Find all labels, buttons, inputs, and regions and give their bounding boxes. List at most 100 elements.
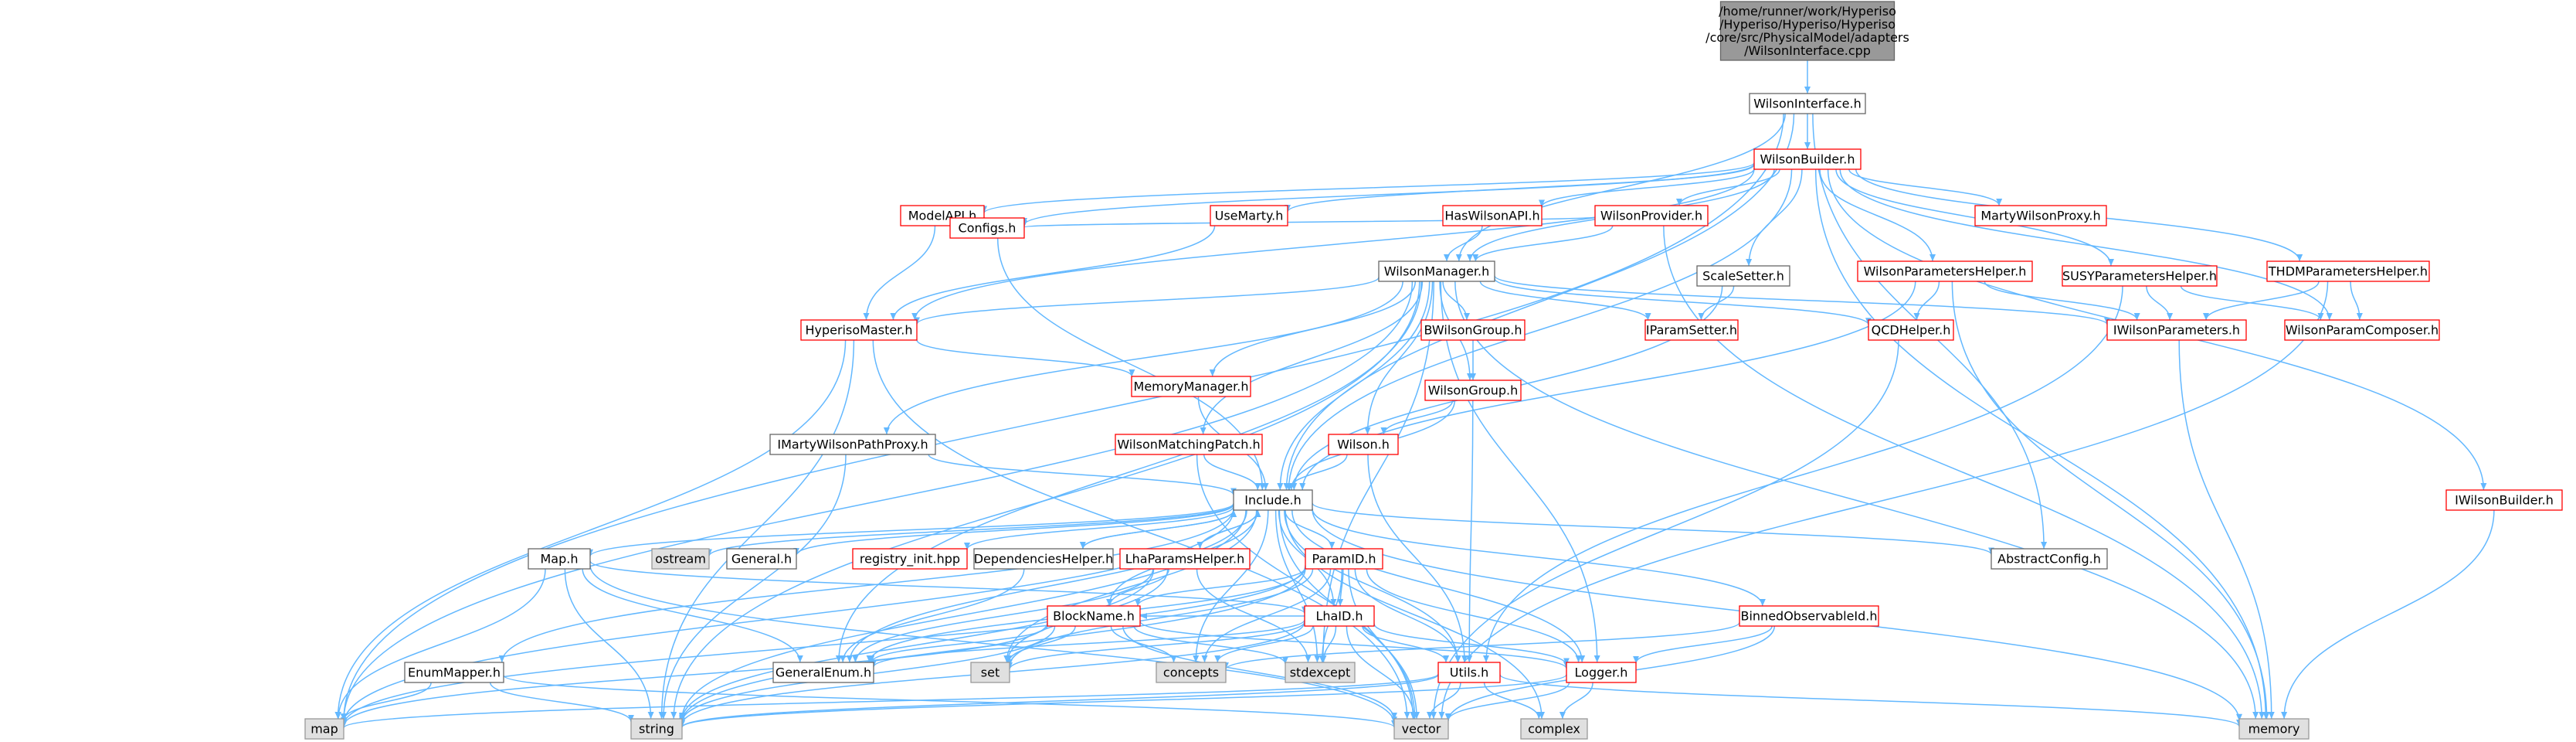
node-iparamsetter-h[interactable]: IParamSetter.h <box>1644 319 1739 341</box>
node-usemarty-h[interactable]: UseMarty.h <box>1210 205 1288 226</box>
node-box <box>973 548 1114 570</box>
node-iwilsonparameters-h[interactable]: IWilsonParameters.h <box>2106 319 2247 341</box>
node-wilsonbuilder-h[interactable]: WilsonBuilder.h <box>1753 148 1862 170</box>
node-box <box>1857 260 2033 282</box>
edge-paramid-to-vector <box>1348 568 1420 720</box>
node-label: WilsonParametersHelper.h <box>1864 264 2027 279</box>
node-box <box>800 319 918 341</box>
node-map-h[interactable]: Map.h <box>528 548 591 570</box>
node-label: complex <box>1528 722 1580 737</box>
edge-lhaid-to-vector <box>1346 625 1417 720</box>
node-label: EnumMapper.h <box>408 665 501 680</box>
node-abstractconfig-h[interactable]: AbstractConfig.h <box>1991 548 2108 570</box>
node-wilsonmatchingpatch-h[interactable]: WilsonMatchingPatch.h <box>1115 434 1263 455</box>
node-wilsonparametershelper-h[interactable]: WilsonParametersHelper.h <box>1857 260 2033 282</box>
node-label: concepts <box>1163 665 1219 680</box>
edge-include-to-map <box>587 502 1234 557</box>
node-box <box>1424 380 1522 401</box>
edge-include-to-general <box>793 504 1234 556</box>
node-enummapper-h[interactable]: EnumMapper.h <box>404 662 504 683</box>
node-complex[interactable]: complex <box>1520 718 1588 740</box>
edge-wilsonbuilder-to-martywilsonproxy <box>1848 168 2003 206</box>
node-box <box>1566 662 1637 683</box>
edge-map-to-lhaid <box>589 560 1308 614</box>
node-box <box>1285 662 1356 683</box>
node-ostream[interactable]: ostream <box>651 548 710 570</box>
edge-wilsonbuilder-to-wilsonprovider <box>1676 168 1780 206</box>
edge-imartywilsonpathproxy-to-string <box>660 454 847 720</box>
node-box <box>1047 605 1141 627</box>
node-lhaid-h[interactable]: LhaID.h <box>1304 605 1375 627</box>
node-susyparametershelper-h[interactable]: SUSYParametersHelper.h <box>2062 265 2218 287</box>
node-generalenum-h[interactable]: GeneralEnum.h <box>772 662 874 683</box>
node-label: WilsonManager.h <box>1384 264 1490 279</box>
node-box <box>404 662 504 683</box>
edge-paramid-to-lhaid <box>1337 568 1344 607</box>
node-set[interactable]: set <box>970 662 1010 683</box>
node-label: registry_init.hpp <box>860 552 960 567</box>
node-bwilsongroup-h[interactable]: BWilsonGroup.h <box>1420 319 1526 341</box>
node-thdmparametershelper-h[interactable]: THDMParametersHelper.h <box>2266 260 2430 282</box>
node-utils-h[interactable]: Utils.h <box>1437 662 1501 683</box>
node-box <box>304 718 344 740</box>
edge-binnedobservableid-to-logger <box>1633 625 1773 664</box>
node-wilsoninterface-h[interactable]: WilsonInterface.h <box>1749 93 1866 114</box>
node-logger-h[interactable]: Logger.h <box>1566 662 1637 683</box>
node-include-h[interactable]: Include.h <box>1233 489 1313 511</box>
node-box <box>1644 319 1739 341</box>
node-martywilsonproxy-h[interactable]: MartyWilsonProxy.h <box>1974 205 2107 226</box>
node-paramid-h[interactable]: ParamID.h <box>1305 548 1383 570</box>
edge-iwilsonbuilder-to-memory <box>2281 509 2495 720</box>
node-wilsonmanager-h[interactable]: WilsonManager.h <box>1378 260 1495 282</box>
node-general-h[interactable]: General.h <box>726 548 797 570</box>
node-concepts[interactable]: concepts <box>1156 662 1227 683</box>
node-box <box>769 434 936 455</box>
node-haswilsonapi-h[interactable]: HasWilsonAPI.h <box>1442 205 1543 226</box>
node-box <box>528 548 591 570</box>
edge-lhaid-to-generalenum <box>871 619 1305 668</box>
edge-blockname-to-logger <box>1139 621 1570 669</box>
node-hyperisomaster-h[interactable]: HyperisoMaster.h <box>800 319 918 341</box>
edge-wilsoninterface-to-wilsonmanager <box>1455 113 1786 262</box>
node-box <box>726 548 797 570</box>
node-box <box>1304 605 1375 627</box>
edge-wilsonbuilder-to-scalesetter <box>1746 168 1803 267</box>
node-registry-init-hpp[interactable]: registry_init.hpp <box>852 548 968 570</box>
node-imartywilsonpathproxy-h[interactable]: IMartyWilsonPathProxy.h <box>769 434 936 455</box>
edge-logger-to-vector <box>1445 682 1570 721</box>
node-vector[interactable]: vector <box>1393 718 1449 740</box>
edge-lhaid-to-concepts <box>1214 625 1314 663</box>
node-memory[interactable]: memory <box>2238 718 2310 740</box>
node-binnedobservableid-h[interactable]: BinnedObservableId.h <box>1739 605 1879 627</box>
node-lhaparamshelper-h[interactable]: LhaParamsHelper.h <box>1119 548 1251 570</box>
node-label: AbstractConfig.h <box>1997 552 2101 567</box>
node-string[interactable]: string <box>630 718 683 740</box>
node-blockname-h[interactable]: BlockName.h <box>1047 605 1141 627</box>
node-box <box>1749 93 1866 114</box>
node-wilsongroup-h[interactable]: WilsonGroup.h <box>1424 380 1522 401</box>
node-wilsonparamcomposer-h[interactable]: WilsonParamComposer.h <box>2284 319 2440 341</box>
node-box <box>1378 260 1495 282</box>
node-configs-h[interactable]: Configs.h <box>949 217 1025 239</box>
node-wilsonprovider-h[interactable]: WilsonProvider.h <box>1594 205 1709 226</box>
node-stdexcept[interactable]: stdexcept <box>1285 662 1356 683</box>
node-scalesetter-h[interactable]: ScaleSetter.h <box>1696 265 1790 287</box>
node-label: WilsonMatchingPatch.h <box>1117 437 1260 452</box>
node-memorymanager-h[interactable]: MemoryManager.h <box>1131 376 1251 397</box>
node-label: IWilsonParameters.h <box>2113 323 2240 338</box>
node-dependencieshelper-h[interactable]: DependenciesHelper.h <box>973 548 1114 570</box>
edge-paramid-to-logger <box>1366 568 1582 663</box>
edge-dependencieshelper-to-generalenum <box>840 568 1025 663</box>
node-label: Utils.h <box>1450 665 1488 680</box>
edge-wilsonmanager-to-hyperisomaster <box>914 276 1380 325</box>
node-map[interactable]: map <box>304 718 344 740</box>
node-qcdhelper-h[interactable]: QCDHelper.h <box>1868 319 1954 341</box>
node-label: QCDHelper.h <box>1872 323 1951 338</box>
edge-include-to-enummapper <box>498 508 1234 663</box>
node-wilson-h[interactable]: Wilson.h <box>1328 434 1399 455</box>
edge-blockname-to-generalenum <box>868 625 1048 663</box>
node-iwilsonbuilder-h[interactable]: IWilsonBuilder.h <box>2445 489 2563 511</box>
node-wilsoninterface-cpp[interactable]: /home/runner/work/Hyperiso/Hyperiso/Hype… <box>1705 1 1909 61</box>
edge-wilsonbuilder-to-include <box>1285 168 1793 491</box>
